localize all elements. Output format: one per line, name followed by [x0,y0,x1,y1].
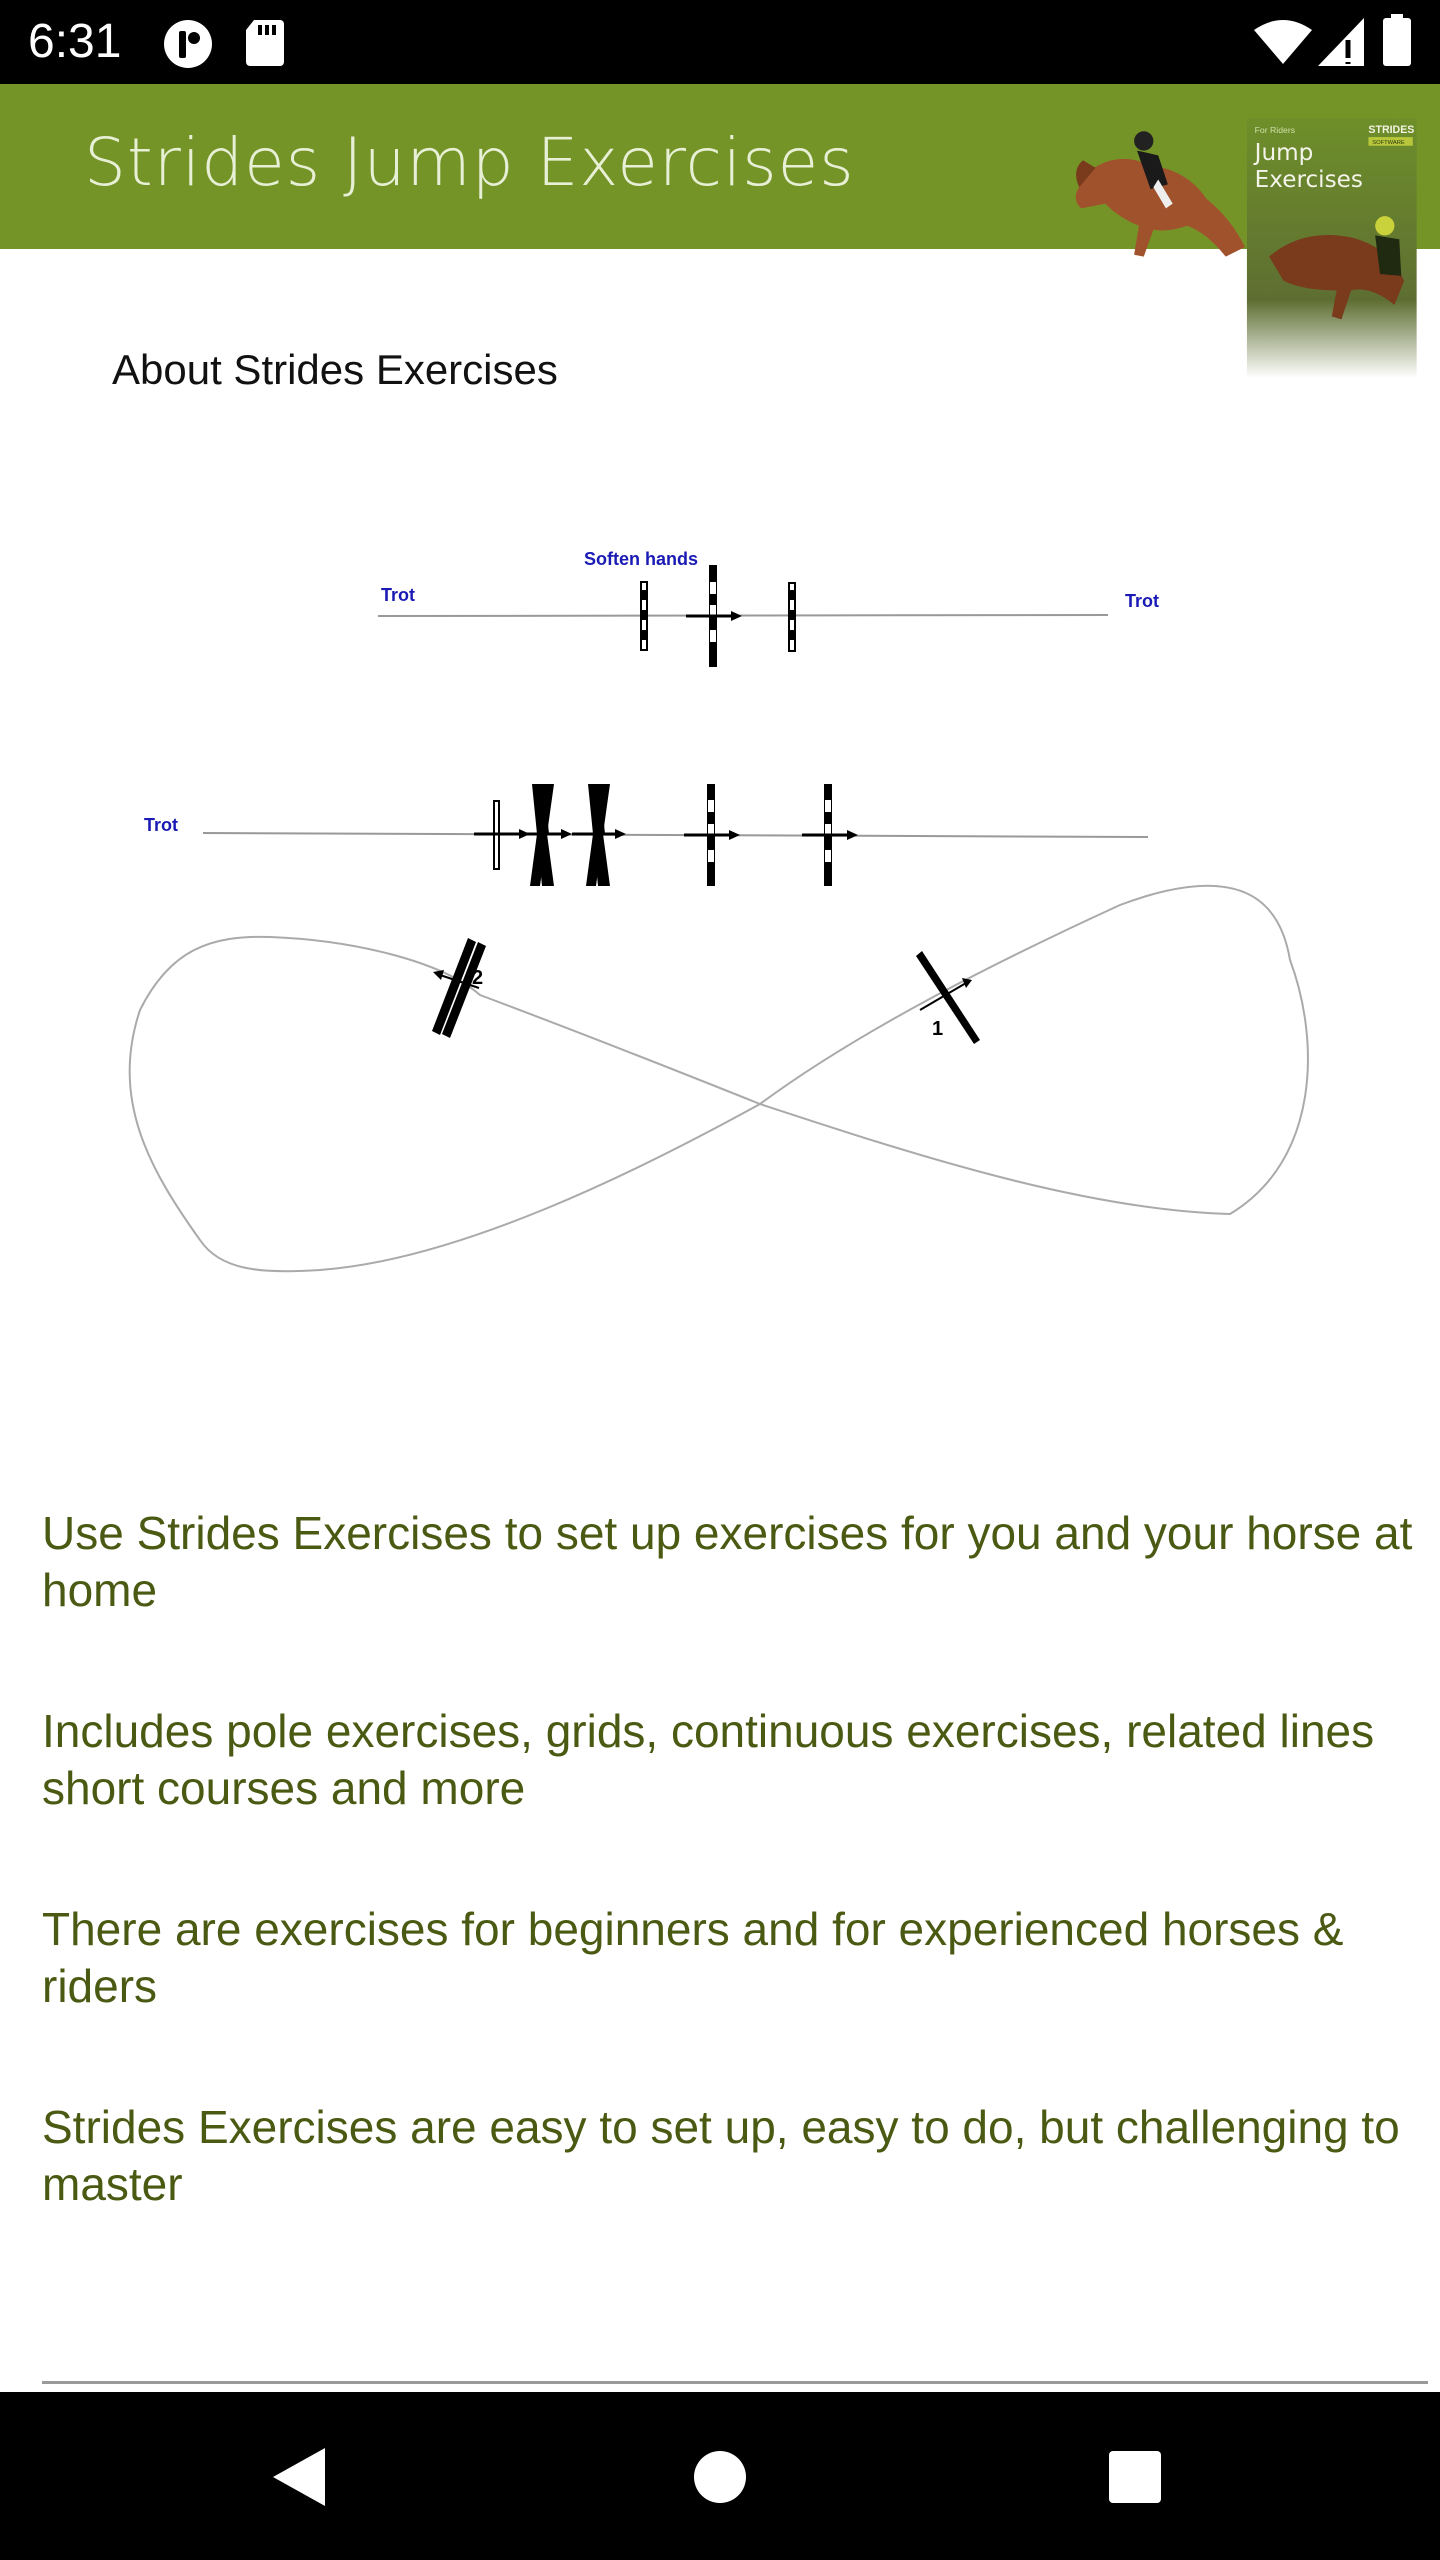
trot-label-left-2: Trot [144,815,178,835]
wifi-icon [1254,20,1312,64]
cross-pole-fence [520,784,572,886]
battery-icon [1383,14,1411,66]
book-brand-sub: SOFTWARE [1372,140,1405,146]
fence-2-number: 2 [472,967,483,989]
jumping-horse-image [1075,131,1245,257]
status-bar: 6:31 [0,0,1440,84]
fence-1-number: 1 [932,1018,943,1040]
app-title: Strides Jump Exercises [84,124,855,201]
jump-fence [686,565,742,667]
recents-button[interactable] [1090,2432,1180,2522]
ground-pole [640,581,648,651]
about-title: About Strides Exercises [112,346,558,393]
app-notification-icon [164,20,212,68]
content-divider [42,2381,1428,2384]
navigation-bar [0,2392,1440,2560]
exercise-diagram: Trot Soften hands Trot Trot [128,549,1309,1273]
soften-hands-label: Soften hands [584,549,698,569]
header-artwork: For Riders STRIDES SOFTWARE Jump Exercis… [1075,117,1417,379]
home-button[interactable] [675,2432,765,2522]
status-time: 6:31 [28,15,122,68]
back-triangle-icon [273,2448,325,2506]
description-paragraph-2: Includes pole exercises, grids, continuo… [42,1705,1375,1814]
exercise-grid-2: Trot [144,784,1149,886]
book-kicker: For Riders [1255,125,1296,135]
description-paragraph-3: There are exercises for beginners and fo… [42,1903,1344,2012]
book-title-line2: Exercises [1255,167,1363,193]
home-circle-icon [694,2451,746,2503]
recents-square-icon [1109,2451,1161,2503]
description-paragraph-1: Use Strides Exercises to set up exercise… [42,1507,1413,1616]
book-title-line1: Jump [1253,140,1314,166]
fence-1: 1 [916,951,980,1044]
jump-fence [802,784,858,886]
exercise-figure-eight: 2 1 [128,884,1309,1273]
trot-label-right-1: Trot [1125,591,1159,611]
jump-fence [684,784,740,886]
cell-signal-icon [1318,18,1364,66]
sd-card-icon [246,20,284,66]
back-button[interactable] [254,2432,344,2522]
ground-pole [788,582,796,652]
book-brand: STRIDES [1368,124,1414,136]
exercise-line-1: Trot Soften hands Trot [377,549,1159,667]
book-cover-image: For Riders STRIDES SOFTWARE Jump Exercis… [1246,117,1417,379]
description-paragraph-4: Strides Exercises are easy to set up, ea… [42,2101,1400,2210]
cross-pole-fence [572,784,626,886]
trot-label-left-1: Trot [381,585,415,605]
fence-2: 2 [432,938,486,1038]
